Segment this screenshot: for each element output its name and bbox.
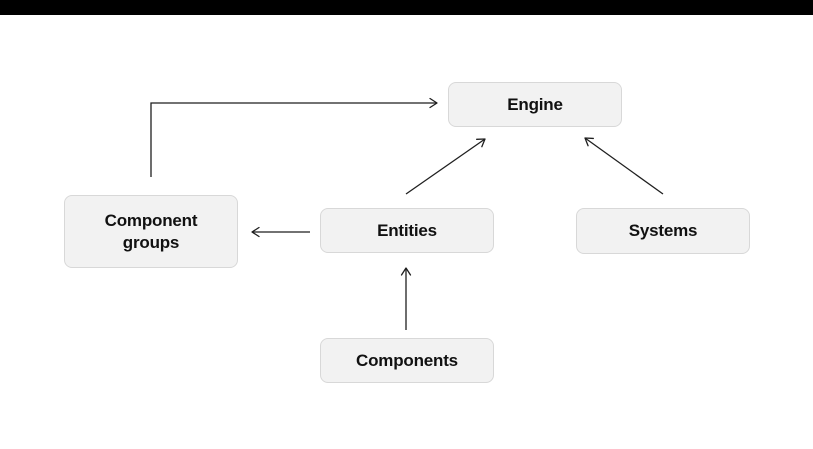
edge-systems-to-engine — [584, 137, 664, 195]
edge-component-groups-to-engine — [150, 97, 438, 177]
node-engine-label: Engine — [507, 94, 563, 114]
node-entities-label: Entities — [377, 220, 437, 240]
node-engine: Engine — [448, 82, 622, 127]
node-components: Components — [320, 338, 494, 383]
letterbox-top-bar — [0, 0, 813, 15]
node-systems-label: Systems — [628, 221, 698, 241]
node-component-groups: Component groups — [64, 195, 238, 268]
node-entities: Entities — [320, 208, 494, 253]
node-component-groups-label: Component groups — [104, 211, 198, 252]
node-systems: Systems — [576, 208, 750, 254]
node-components-label: Components — [356, 350, 458, 370]
edge-entities-to-engine — [405, 138, 486, 195]
